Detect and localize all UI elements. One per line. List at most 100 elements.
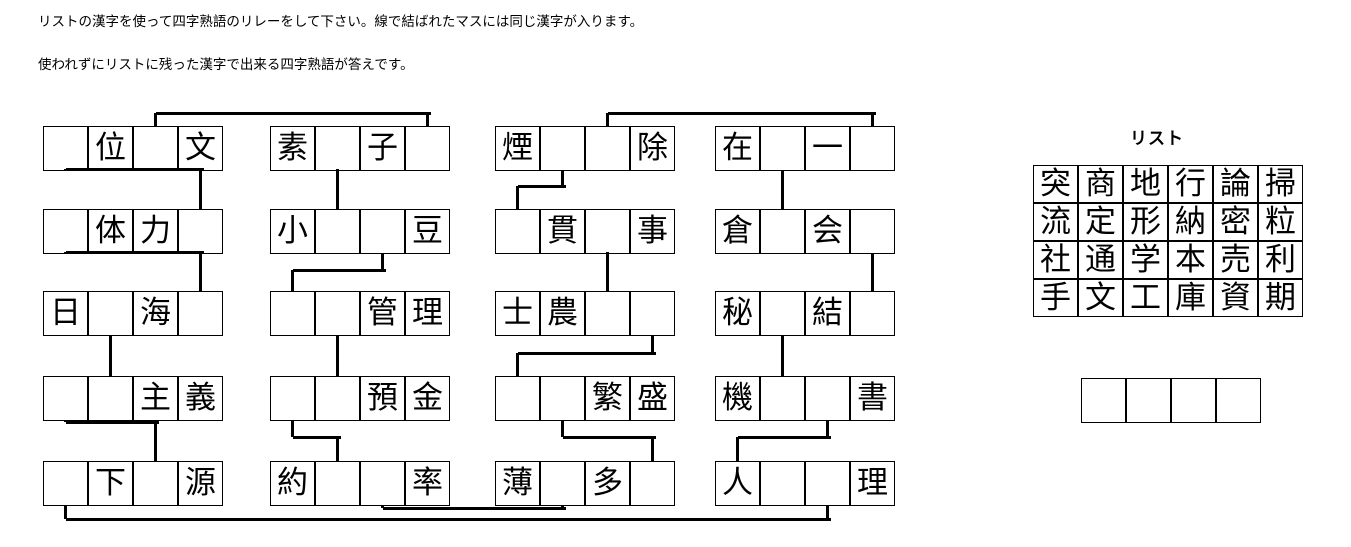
puzzle-cell-c4-r1-4[interactable] <box>850 126 895 171</box>
puzzle-cell-c3-r4-2[interactable] <box>540 376 585 421</box>
list-cell-r2-2[interactable]: 定 <box>1078 203 1123 241</box>
list-cell-r2-1[interactable]: 流 <box>1033 203 1078 241</box>
puzzle-cell-c4-r2-4[interactable] <box>850 209 895 254</box>
puzzle-cell-c3-r1-1[interactable]: 煙 <box>495 126 540 171</box>
puzzle-cell-c1-r5-1[interactable] <box>43 461 88 506</box>
puzzle-cell-c2-r3-4[interactable]: 理 <box>405 291 450 336</box>
list-cell-r1-2[interactable]: 商 <box>1078 165 1123 203</box>
puzzle-cell-c4-r5-4[interactable]: 理 <box>850 461 895 506</box>
list-cell-r1-4[interactable]: 行 <box>1168 165 1213 203</box>
list-cell-r4-1[interactable]: 手 <box>1033 279 1078 317</box>
list-cell-r1-3[interactable]: 地 <box>1123 165 1168 203</box>
puzzle-cell-c3-r5-1[interactable]: 薄 <box>495 461 540 506</box>
puzzle-cell-c3-r1-4[interactable]: 除 <box>630 126 675 171</box>
puzzle-cell-c4-r2-3[interactable]: 会 <box>805 209 850 254</box>
puzzle-cell-c3-r3-4[interactable] <box>630 291 675 336</box>
puzzle-cell-c2-r4-2[interactable] <box>315 376 360 421</box>
list-cell-r2-4[interactable]: 納 <box>1168 203 1213 241</box>
list-cell-r4-5[interactable]: 資 <box>1213 279 1258 317</box>
puzzle-cell-c4-r4-1[interactable]: 機 <box>715 376 760 421</box>
puzzle-cell-c1-r3-3[interactable]: 海 <box>133 291 178 336</box>
list-cell-r3-6[interactable]: 利 <box>1258 241 1303 279</box>
puzzle-cell-c1-r3-2[interactable] <box>88 291 133 336</box>
puzzle-cell-c2-r4-1[interactable] <box>270 376 315 421</box>
puzzle-cell-c2-r1-3[interactable]: 子 <box>360 126 405 171</box>
puzzle-cell-c3-r2-1[interactable] <box>495 209 540 254</box>
puzzle-cell-c3-r5-2[interactable] <box>540 461 585 506</box>
answer-cell-1[interactable] <box>1081 378 1126 423</box>
puzzle-cell-c1-r1-3[interactable] <box>133 126 178 171</box>
puzzle-cell-c1-r4-3[interactable]: 主 <box>133 376 178 421</box>
puzzle-cell-c2-r3-1[interactable] <box>270 291 315 336</box>
puzzle-cell-c3-r4-4[interactable]: 盛 <box>630 376 675 421</box>
puzzle-cell-c1-r1-1[interactable] <box>43 126 88 171</box>
list-cell-r3-5[interactable]: 売 <box>1213 241 1258 279</box>
list-cell-r4-2[interactable]: 文 <box>1078 279 1123 317</box>
puzzle-cell-c4-r1-2[interactable] <box>760 126 805 171</box>
answer-cell-3[interactable] <box>1171 378 1216 423</box>
list-cell-r3-3[interactable]: 学 <box>1123 241 1168 279</box>
puzzle-cell-c2-r5-3[interactable] <box>360 461 405 506</box>
puzzle-cell-c2-r1-4[interactable] <box>405 126 450 171</box>
puzzle-cell-c3-r5-3[interactable]: 多 <box>585 461 630 506</box>
list-cell-r2-6[interactable]: 粒 <box>1258 203 1303 241</box>
answer-cell-2[interactable] <box>1126 378 1171 423</box>
puzzle-cell-c1-r5-4[interactable]: 源 <box>178 461 223 506</box>
puzzle-cell-c4-r2-2[interactable] <box>760 209 805 254</box>
puzzle-cell-c2-r5-2[interactable] <box>315 461 360 506</box>
puzzle-cell-c3-r3-2[interactable]: 農 <box>540 291 585 336</box>
puzzle-cell-c1-r4-4[interactable]: 義 <box>178 376 223 421</box>
puzzle-cell-c4-r3-4[interactable] <box>850 291 895 336</box>
puzzle-cell-c4-r3-2[interactable] <box>760 291 805 336</box>
list-cell-r1-6[interactable]: 掃 <box>1258 165 1303 203</box>
puzzle-cell-c1-r4-2[interactable] <box>88 376 133 421</box>
puzzle-cell-c4-r5-1[interactable]: 人 <box>715 461 760 506</box>
puzzle-cell-c2-r5-4[interactable]: 率 <box>405 461 450 506</box>
puzzle-cell-c2-r2-1[interactable]: 小 <box>270 209 315 254</box>
puzzle-cell-c2-r3-3[interactable]: 管 <box>360 291 405 336</box>
list-cell-r4-6[interactable]: 期 <box>1258 279 1303 317</box>
puzzle-cell-c4-r5-2[interactable] <box>760 461 805 506</box>
list-cell-r3-2[interactable]: 通 <box>1078 241 1123 279</box>
puzzle-cell-c2-r5-1[interactable]: 約 <box>270 461 315 506</box>
puzzle-cell-c3-r5-4[interactable] <box>630 461 675 506</box>
puzzle-cell-c3-r4-1[interactable] <box>495 376 540 421</box>
puzzle-cell-c4-r4-4[interactable]: 書 <box>850 376 895 421</box>
list-cell-r1-5[interactable]: 論 <box>1213 165 1258 203</box>
puzzle-cell-c3-r3-1[interactable]: 士 <box>495 291 540 336</box>
list-cell-r3-4[interactable]: 本 <box>1168 241 1213 279</box>
puzzle-cell-c2-r2-3[interactable] <box>360 209 405 254</box>
puzzle-cell-c3-r2-3[interactable] <box>585 209 630 254</box>
puzzle-cell-c2-r3-2[interactable] <box>315 291 360 336</box>
puzzle-cell-c1-r5-3[interactable] <box>133 461 178 506</box>
puzzle-cell-c3-r1-2[interactable] <box>540 126 585 171</box>
puzzle-cell-c3-r1-3[interactable] <box>585 126 630 171</box>
list-cell-r4-3[interactable]: 工 <box>1123 279 1168 317</box>
puzzle-cell-c2-r4-4[interactable]: 金 <box>405 376 450 421</box>
list-cell-r1-1[interactable]: 突 <box>1033 165 1078 203</box>
puzzle-cell-c3-r4-3[interactable]: 繁 <box>585 376 630 421</box>
puzzle-cell-c3-r2-4[interactable]: 事 <box>630 209 675 254</box>
puzzle-cell-c2-r1-1[interactable]: 素 <box>270 126 315 171</box>
puzzle-cell-c2-r2-4[interactable]: 豆 <box>405 209 450 254</box>
puzzle-cell-c4-r4-3[interactable] <box>805 376 850 421</box>
list-cell-r2-5[interactable]: 密 <box>1213 203 1258 241</box>
puzzle-cell-c1-r1-4[interactable]: 文 <box>178 126 223 171</box>
puzzle-cell-c1-r3-1[interactable]: 日 <box>43 291 88 336</box>
puzzle-cell-c4-r2-1[interactable]: 倉 <box>715 209 760 254</box>
puzzle-cell-c4-r3-3[interactable]: 結 <box>805 291 850 336</box>
puzzle-cell-c1-r2-3[interactable]: 力 <box>133 209 178 254</box>
puzzle-cell-c1-r5-2[interactable]: 下 <box>88 461 133 506</box>
puzzle-cell-c1-r2-2[interactable]: 体 <box>88 209 133 254</box>
puzzle-cell-c1-r1-2[interactable]: 位 <box>88 126 133 171</box>
list-cell-r2-3[interactable]: 形 <box>1123 203 1168 241</box>
puzzle-cell-c4-r3-1[interactable]: 秘 <box>715 291 760 336</box>
list-cell-r3-1[interactable]: 社 <box>1033 241 1078 279</box>
puzzle-cell-c3-r3-3[interactable] <box>585 291 630 336</box>
puzzle-cell-c2-r4-3[interactable]: 預 <box>360 376 405 421</box>
puzzle-cell-c4-r1-3[interactable]: 一 <box>805 126 850 171</box>
puzzle-cell-c2-r2-2[interactable] <box>315 209 360 254</box>
puzzle-cell-c4-r1-1[interactable]: 在 <box>715 126 760 171</box>
puzzle-cell-c1-r3-4[interactable] <box>178 291 223 336</box>
puzzle-cell-c4-r5-3[interactable] <box>805 461 850 506</box>
